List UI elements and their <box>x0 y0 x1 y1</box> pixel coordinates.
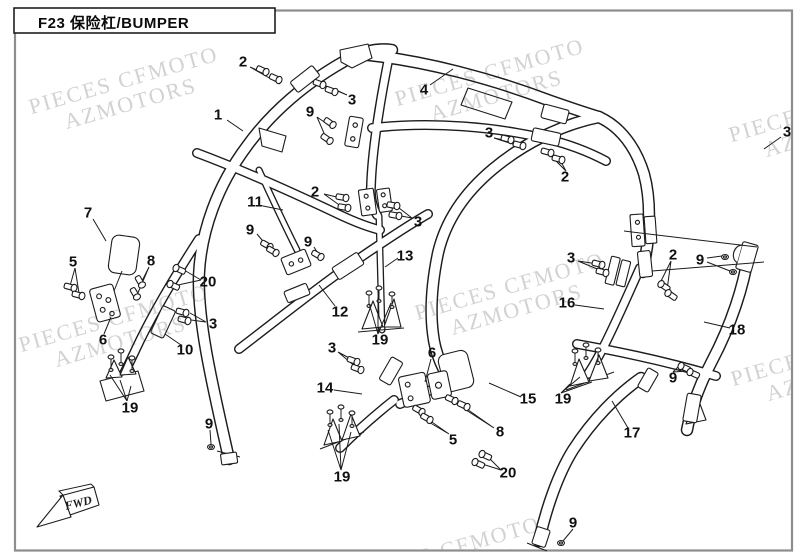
page-border <box>13 9 794 552</box>
tube14-clamp <box>379 356 403 386</box>
fwd-arrow: FWD <box>36 483 100 528</box>
rear-top-bracket <box>540 103 570 125</box>
roof-gusset <box>460 87 513 120</box>
tube10-clamp <box>150 305 176 339</box>
tube17-clamp <box>637 367 659 393</box>
brackets-and-plates <box>89 43 759 408</box>
junction-plate <box>283 282 311 304</box>
clamp-part6-right <box>398 370 452 408</box>
foot-mounts <box>99 285 707 552</box>
mirror-bracket-plate <box>89 283 121 323</box>
rear-pillar-plates <box>629 213 658 248</box>
clamp-sleeve <box>530 127 562 147</box>
hinge-bracket <box>344 115 364 149</box>
clamp-sleeve <box>636 250 654 278</box>
junction-bracket <box>280 248 312 276</box>
tube16-clamp <box>604 255 632 288</box>
pad-part7 <box>107 234 141 276</box>
cage-tubes <box>113 44 754 546</box>
page-title: F23 保险杠/BUMPER <box>38 15 190 32</box>
flag-bracket <box>258 127 287 153</box>
title-box <box>13 7 276 34</box>
pillar-bracket-plates <box>357 187 393 217</box>
hook-bracket <box>732 241 759 273</box>
clamp-sleeve <box>290 65 320 93</box>
rail-clamp <box>331 252 365 280</box>
fwd-label: FWD <box>62 493 93 514</box>
top-corner-bracket <box>339 43 373 69</box>
